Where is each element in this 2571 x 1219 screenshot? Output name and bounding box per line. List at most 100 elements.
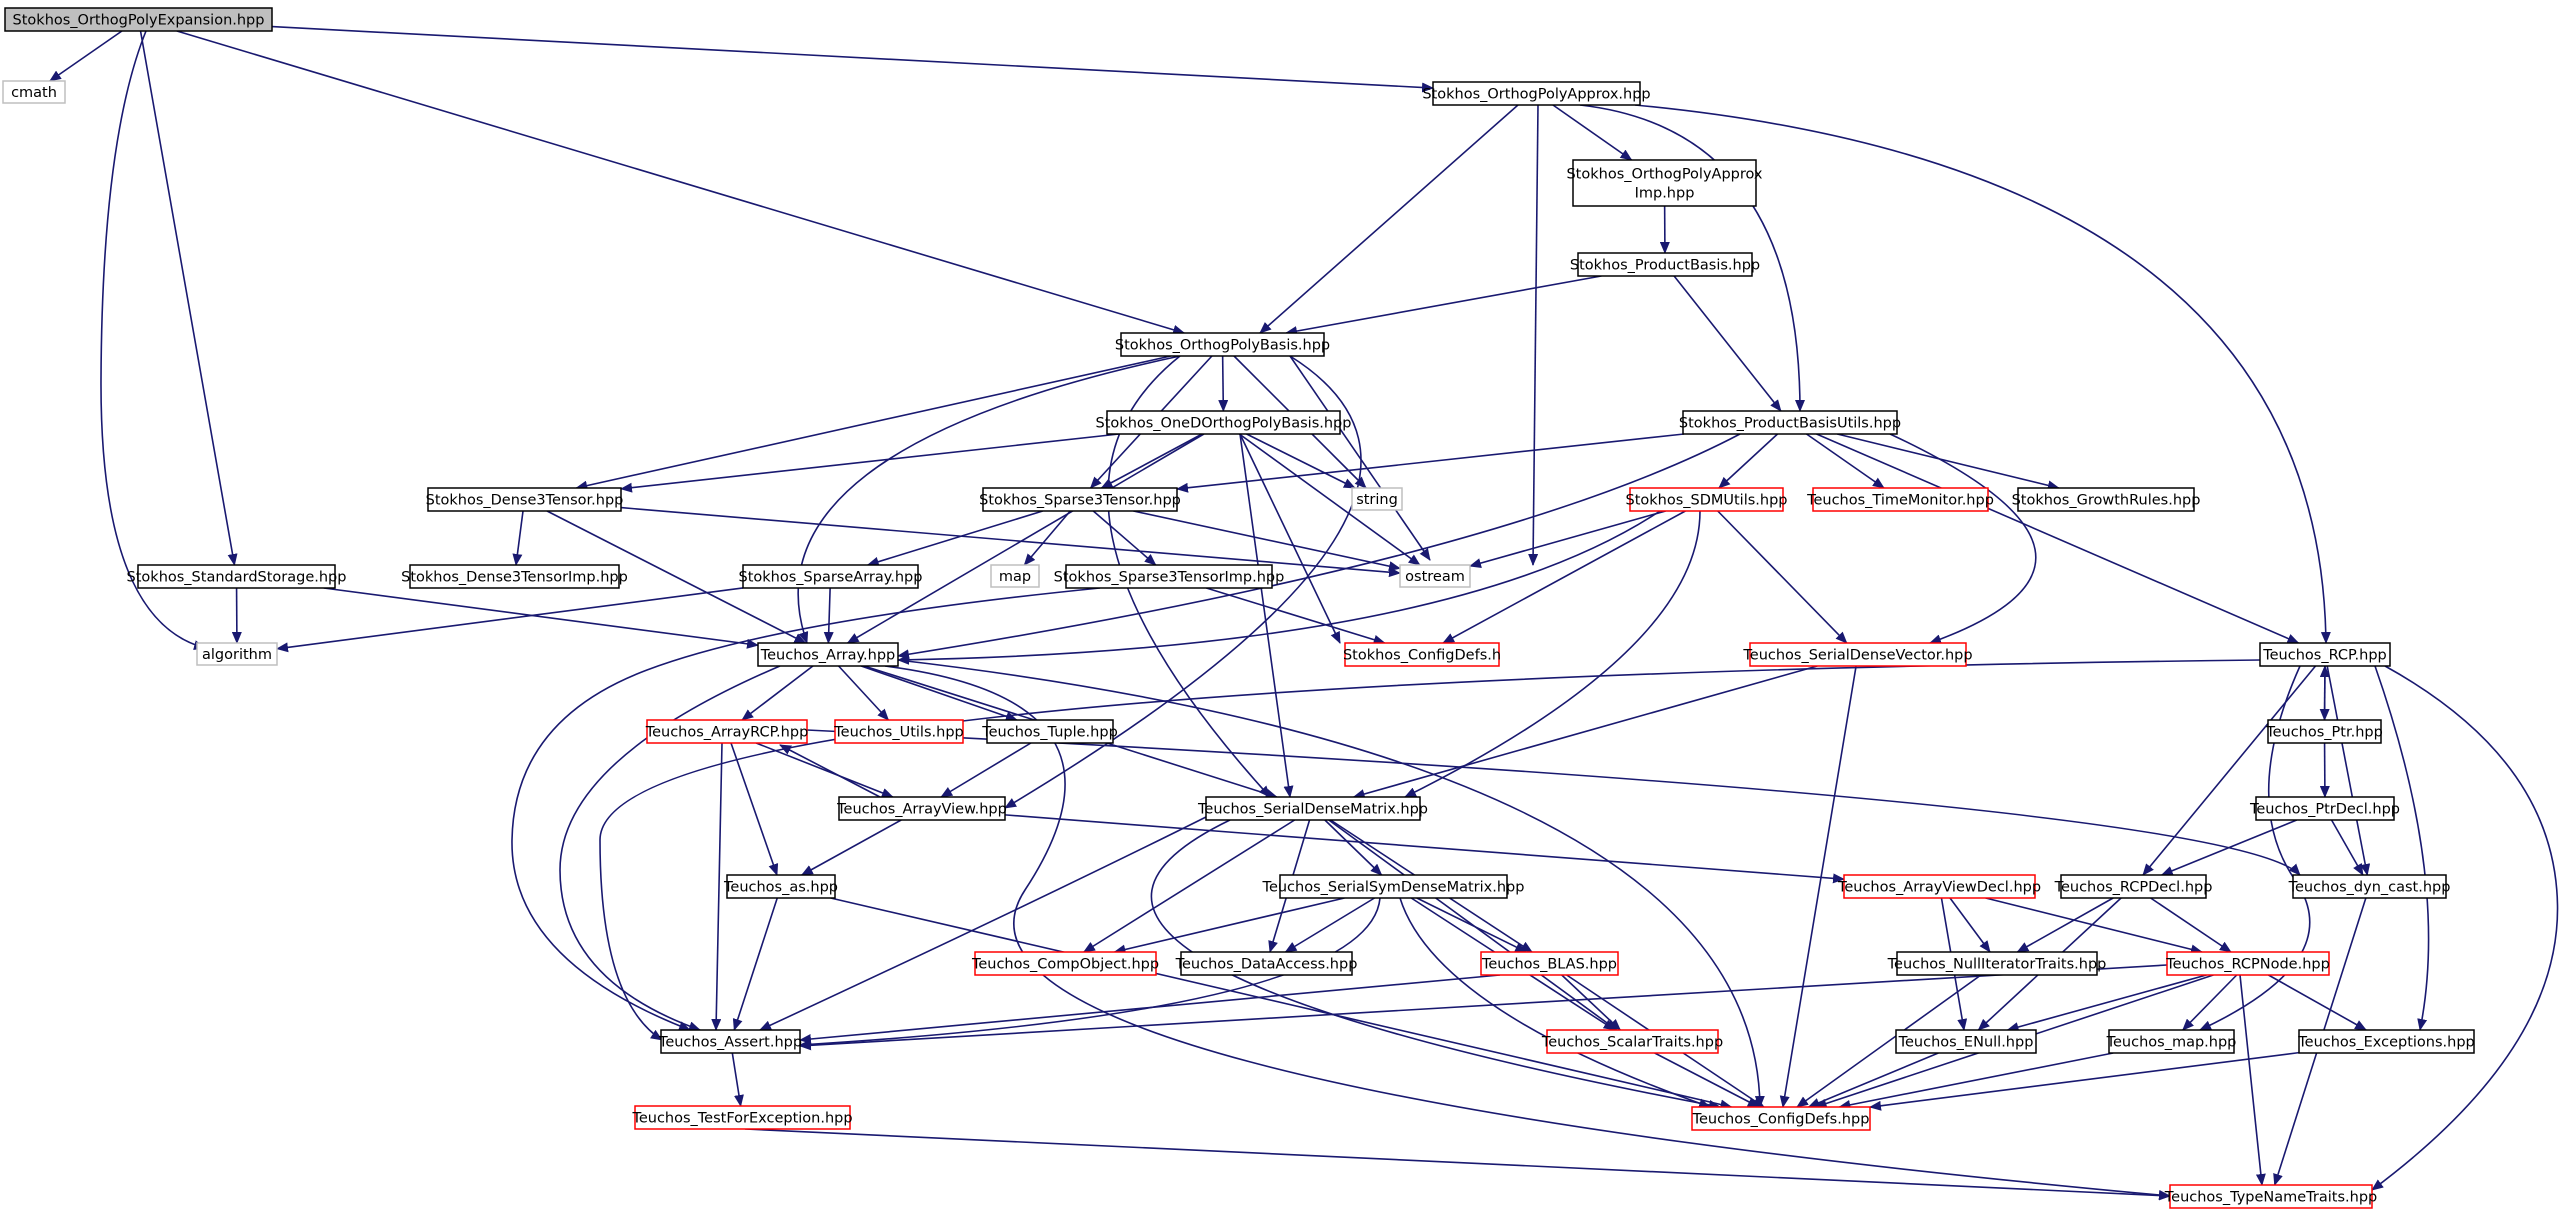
edge-pbutils-to-rcp: [1816, 433, 2300, 644]
edge-tarray-to-tuple: [860, 665, 1018, 722]
node-label: Teuchos_RCPNode.hpp: [2165, 957, 2330, 973]
edge-arrayrcp-to-arrayview: [755, 742, 894, 798]
node-box-nullit: [1896, 951, 2098, 976]
node-box-root: [4, 7, 273, 32]
edge-orthogbasis-to-arrayview: [1004, 355, 1362, 809]
node-dense3[interactable]: Stokhos_Dense3Tensor.hpp: [426, 487, 624, 512]
node-approx[interactable]: Stokhos_OrthogPolyApprox.hpp: [1422, 81, 1651, 106]
edge-oned-to-ostream: [1238, 433, 1421, 566]
node-nullit[interactable]: Teuchos_NullIteratorTraits.hpp: [1887, 951, 2107, 976]
node-label: Teuchos_ArrayView.hpp: [836, 802, 1007, 818]
node-prodbasis[interactable]: Stokhos_ProductBasis.hpp: [1570, 252, 1760, 277]
node-box-string: [1351, 487, 1403, 511]
node-oned[interactable]: Stokhos_OneDOrthogPolyBasis.hpp: [1096, 410, 1352, 435]
node-tarray[interactable]: Teuchos_Array.hpp: [757, 642, 899, 667]
node-blas[interactable]: Teuchos_BLAS.hpp: [1480, 951, 1619, 976]
node-avdecl[interactable]: Teuchos_ArrayViewDecl.hpp: [1837, 874, 2041, 899]
node-box-dyncast: [2292, 874, 2447, 899]
node-root[interactable]: Stokhos_OrthogPolyExpansion.hpp: [4, 7, 273, 32]
node-box-tmap: [2108, 1029, 2235, 1054]
node-dataaccess[interactable]: Teuchos_DataAccess.hpp: [1175, 951, 1358, 976]
node-timemon[interactable]: Teuchos_TimeMonitor.hpp: [1806, 487, 1994, 512]
node-label: Stokhos_ProductBasisUtils.hpp: [1679, 416, 1901, 432]
node-rcpnode[interactable]: Teuchos_RCPNode.hpp: [2165, 951, 2330, 976]
node-tutils[interactable]: Teuchos_Utils.hpp: [833, 719, 964, 744]
node-stdstorage[interactable]: Stokhos_StandardStorage.hpp: [127, 564, 347, 589]
node-sconfig[interactable]: Stokhos_ConfigDefs.h: [1343, 642, 1501, 667]
node-label: Teuchos_Exceptions.hpp: [2297, 1035, 2474, 1051]
node-dense3imp[interactable]: Stokhos_Dense3TensorImp.hpp: [401, 564, 628, 589]
edge-pbutils-to-sparse3: [1176, 433, 1685, 493]
node-arrayview[interactable]: Teuchos_ArrayView.hpp: [836, 796, 1007, 821]
edge-testforexc-to-typename: [744, 1128, 2171, 1201]
edge-pbutils-to-growth: [1837, 433, 2060, 491]
node-sparsearray[interactable]: Stokhos_SparseArray.hpp: [739, 564, 923, 589]
node-box-sparse3imp: [1065, 564, 1273, 589]
edge-sparse3-to-sparse3imp: [1092, 510, 1157, 566]
node-label: Teuchos_ArrayRCP.hpp: [645, 725, 809, 741]
edge-tarray-to-tconfig: [897, 659, 1765, 1108]
node-tmap[interactable]: Teuchos_map.hpp: [2106, 1029, 2237, 1054]
node-sdmutils[interactable]: Stokhos_SDMUtils.hpp: [1625, 487, 1788, 512]
node-ssdmatrix[interactable]: Teuchos_SerialSymDenseMatrix.hpp: [1262, 874, 1525, 899]
node-rcpdecl[interactable]: Teuchos_RCPDecl.hpp: [2054, 874, 2213, 899]
edge-rcp-to-assert: [599, 659, 2261, 1041]
node-assert[interactable]: Teuchos_Assert.hpp: [658, 1029, 802, 1054]
node-label: Stokhos_Sparse3Tensor.hpp: [979, 493, 1181, 509]
edge-dense3-to-tarray: [546, 510, 807, 644]
node-label: algorithm: [202, 647, 272, 663]
node-label: Teuchos_SerialSymDenseMatrix.hpp: [1262, 880, 1525, 896]
node-map: map: [990, 564, 1040, 588]
node-box-scalartraits: [1546, 1029, 1719, 1054]
node-orthogbasis[interactable]: Stokhos_OrthogPolyBasis.hpp: [1115, 332, 1330, 357]
node-sparse3imp[interactable]: Stokhos_Sparse3TensorImp.hpp: [1054, 564, 1285, 589]
node-box-rcpnode: [2166, 951, 2330, 976]
node-pbutils[interactable]: Stokhos_ProductBasisUtils.hpp: [1679, 410, 1901, 435]
edge-approx-to-rcp: [1634, 104, 2331, 644]
node-box-exceptions: [2298, 1029, 2475, 1054]
node-sdmatrix[interactable]: Teuchos_SerialDenseMatrix.hpp: [1197, 796, 1428, 821]
node-tuple[interactable]: Teuchos_Tuple.hpp: [981, 719, 1118, 744]
node-rcp[interactable]: Teuchos_RCP.hpp: [2259, 642, 2391, 667]
node-scalartraits[interactable]: Teuchos_ScalarTraits.hpp: [1541, 1029, 1723, 1054]
node-sparse3[interactable]: Stokhos_Sparse3Tensor.hpp: [979, 487, 1181, 512]
edge-arrayview-to-tas: [800, 819, 902, 876]
edge-rcp-to-rcpdecl: [2142, 665, 2317, 876]
node-arrayrcp[interactable]: Teuchos_ArrayRCP.hpp: [645, 719, 809, 744]
node-tas[interactable]: Teuchos_as.hpp: [723, 874, 838, 899]
node-ptrdecl[interactable]: Teuchos_PtrDecl.hpp: [2249, 796, 2400, 821]
node-label: ostream: [1405, 569, 1465, 585]
edge-oned-to-dense3: [620, 433, 1120, 493]
node-growth[interactable]: Stokhos_GrowthRules.hpp: [2012, 487, 2201, 512]
node-label: Teuchos_SerialDenseMatrix.hpp: [1197, 802, 1428, 818]
node-label: Stokhos_OneDOrthogPolyBasis.hpp: [1096, 416, 1352, 432]
node-label: Teuchos_RCP.hpp: [2262, 648, 2387, 664]
node-typename[interactable]: Teuchos_TypeNameTraits.hpp: [2164, 1184, 2377, 1209]
edge-tas-to-assert: [732, 897, 779, 1031]
node-label: Stokhos_OrthogPolyBasis.hpp: [1115, 338, 1330, 354]
node-label: Stokhos_ConfigDefs.h: [1343, 648, 1501, 664]
node-label: Teuchos_RCPDecl.hpp: [2054, 880, 2213, 896]
node-ptr[interactable]: Teuchos_Ptr.hpp: [2265, 719, 2383, 744]
node-label: Imp.hpp: [1635, 186, 1695, 202]
node-exceptions[interactable]: Teuchos_Exceptions.hpp: [2297, 1029, 2475, 1054]
node-sdvector[interactable]: Teuchos_SerialDenseVector.hpp: [1742, 642, 1973, 667]
node-compobj[interactable]: Teuchos_CompObject.hpp: [971, 951, 1159, 976]
node-label: Teuchos_ConfigDefs.hpp: [1692, 1112, 1870, 1128]
edge-arrayrcp-to-dyncast: [806, 729, 2301, 876]
node-enull[interactable]: Teuchos_ENull.hpp: [1895, 1029, 2037, 1054]
node-testforexc[interactable]: Teuchos_TestForException.hpp: [631, 1105, 853, 1130]
node-box-dense3imp: [409, 564, 620, 589]
node-box-blas: [1480, 951, 1619, 976]
edge-sdmutils-to-ostream: [1469, 510, 1666, 568]
edge-orthogbasis-to-sdmatrix: [1107, 355, 1271, 798]
node-dyncast[interactable]: Teuchos_dyn_cast.hpp: [2288, 874, 2451, 899]
edge-sdmutils-to-sdvector: [1717, 510, 1848, 644]
node-box-approximp: [1572, 159, 1757, 207]
node-box-oned: [1106, 410, 1341, 435]
node-tconfig[interactable]: Teuchos_ConfigDefs.hpp: [1691, 1106, 1871, 1131]
edge-rcpnode-to-exceptions: [2268, 974, 2367, 1031]
